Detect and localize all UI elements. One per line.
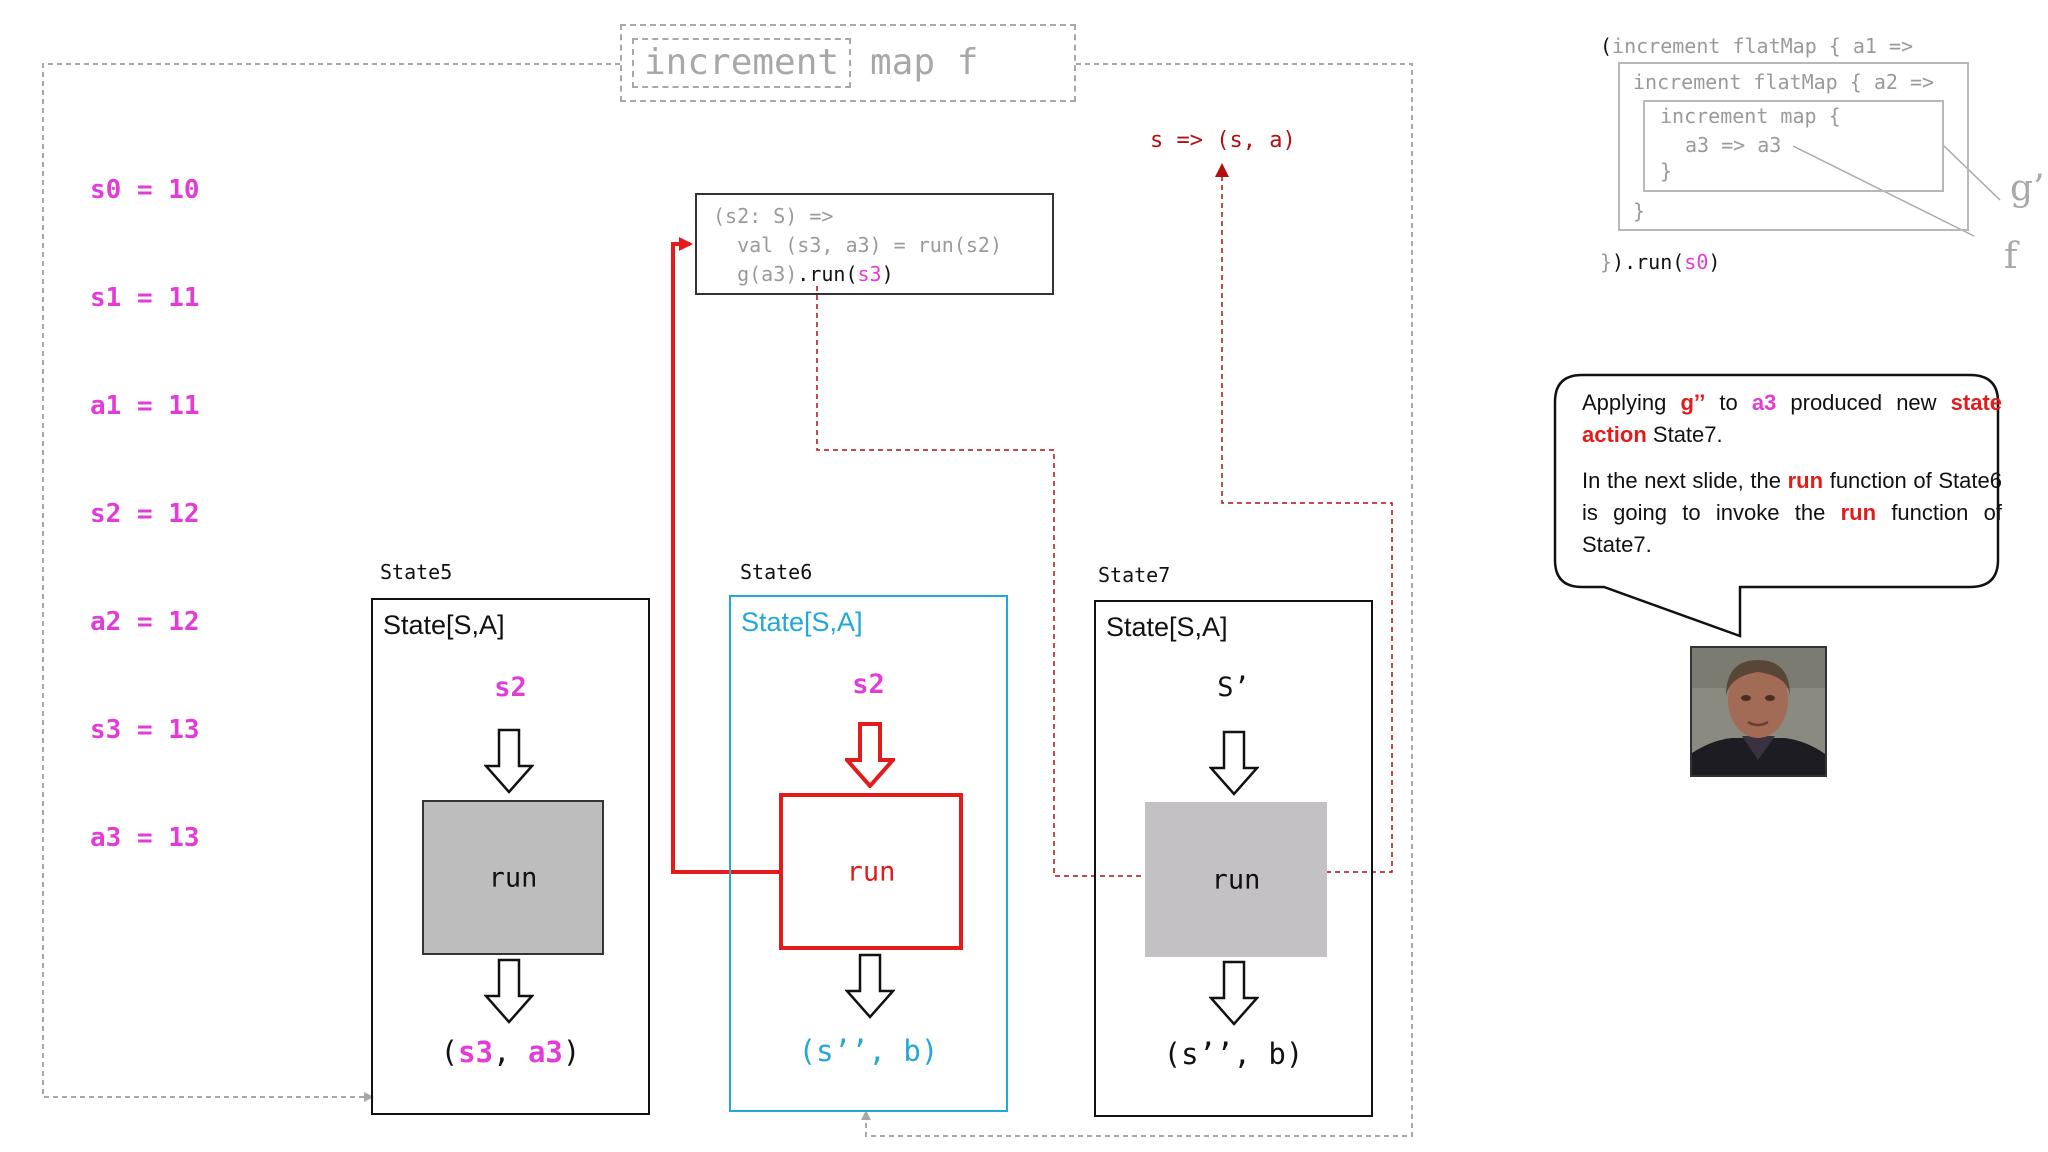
down-arrow-icon [484,958,534,1024]
nested-line-1-paren: ( [1600,34,1613,58]
state7-run-label: run [1211,864,1261,895]
variable-item: a2 = 12 [90,607,200,637]
state5-run-label: run [488,862,538,893]
bubble-text-segment: function of State6 is going to invoke th… [1582,468,2002,525]
nested-line-7-run: ).run( [1612,250,1685,274]
bubble-run-2: run [1840,500,1877,525]
nested-line-7-brace: } [1600,250,1613,274]
state5-output-open: ( [440,1035,459,1069]
label-g-prime: g’ [2010,168,2045,209]
state5-input: s2 [494,672,527,703]
closure-line-3-arg: s3 [857,262,882,286]
bubble-run-1: run [1787,468,1824,493]
state7-label: State7 [1098,563,1171,587]
state6-run-label: run [846,856,896,887]
bubble-g-double-prime: g’’ [1680,390,1706,415]
nested-flatmap-a2-box [1618,62,1969,231]
nested-line-7: }).run(s0) [1600,250,1720,274]
variable-item: a3 = 13 [90,823,200,853]
state6-run: run [779,793,963,950]
bubble-paragraph-2: In the next slide, the run function of S… [1582,465,2002,561]
bubble-a3: a3 [1751,390,1777,415]
state6-label: State6 [740,560,813,584]
nested-line-1: (increment flatMap { a1 => [1600,34,1913,58]
state6-box: State[S,A] s2 run (s’’, b) [729,595,1008,1112]
state5-output-sep: , [493,1035,528,1069]
nested-map-box [1643,100,1944,192]
state5-output-s3: s3 [458,1035,494,1069]
title-map-f: map f [870,42,979,83]
nested-line-4: a3 => a3 [1685,133,1782,157]
closure-line-1: (s2: S) => [713,204,834,228]
state7-box: State[S,A] S’ run (s’’, b) [1094,600,1373,1117]
nested-line-5: } [1660,159,1673,183]
state6-input: s2 [852,669,885,700]
nested-line-2: increment flatMap { a2 => [1633,70,1935,94]
state5-run: run [422,800,604,955]
nested-line-6: } [1633,199,1646,223]
state7-run: run [1145,802,1327,957]
down-arrow-icon [1209,730,1259,796]
title-increment: increment [632,38,852,88]
state7-output: (s’’, b) [1163,1037,1304,1071]
closure-line-3-prefix: g(a3) [713,262,798,286]
variable-item: a1 = 11 [90,391,200,421]
bubble-text-segment: State7. [1646,422,1723,447]
variable-item: s2 = 12 [90,499,200,529]
bubble-paragraph-1: Applying g’’ to a3 produced new state ac… [1582,387,2002,451]
state5-output-a3: a3 [527,1035,563,1069]
bubble-text-segment: to [1705,390,1752,415]
nested-line-1-text: increment flatMap { a1 => [1612,34,1914,58]
bubble-text-segment: In the next slide, the [1582,468,1788,493]
state-action-label: s => (s, a) [1150,128,1296,153]
nested-line-7-close: ) [1708,250,1721,274]
variable-item: s0 = 10 [90,175,200,205]
variable-item: s1 = 11 [90,283,200,313]
bubble-text-segment: function of State7. [1582,500,2002,557]
presenter-avatar [1690,646,1827,777]
label-f: f [2004,236,2018,277]
closure-line-2: val (s3, a3) = run(s2) [713,233,1002,257]
bubble-text-segment: Applying [1582,390,1681,415]
state6-type: State[S,A] [741,607,863,637]
down-arrow-icon [845,953,895,1019]
bubble-state-action: state action [1582,390,2002,447]
variable-item: s3 = 13 [90,715,200,745]
state5-type: State[S,A] [383,610,505,640]
down-arrow-icon [484,728,534,794]
variable-values: s0 = 10 s1 = 11 a1 = 11 s2 = 12 a2 = 12 … [90,100,200,892]
closure-line-3-close: ) [881,262,894,286]
state5-box: State[S,A] s2 run (s3, a3) [371,598,650,1115]
state5-label: State5 [380,560,453,584]
state7-input: S’ [1217,672,1250,703]
down-arrow-icon [1209,960,1259,1026]
state5-output-close: ) [562,1035,581,1069]
state6-output: (s’’, b) [798,1034,939,1068]
state7-type: State[S,A] [1106,612,1228,642]
speech-bubble-text: Applying g’’ to a3 produced new state ac… [1582,387,2002,561]
state5-output: (s3, a3) [373,1035,648,1069]
closure-code-box: (s2: S) => val (s3, a3) = run(s2) g(a3).… [695,193,1054,295]
title-expression: increment map f [620,24,1076,102]
down-arrow-icon [845,722,895,788]
closure-line-3-run: .run( [797,262,858,286]
nested-line-7-arg: s0 [1684,250,1709,274]
bubble-text-segment: produced new [1776,390,1951,415]
nested-line-3: increment map { [1660,104,1841,128]
